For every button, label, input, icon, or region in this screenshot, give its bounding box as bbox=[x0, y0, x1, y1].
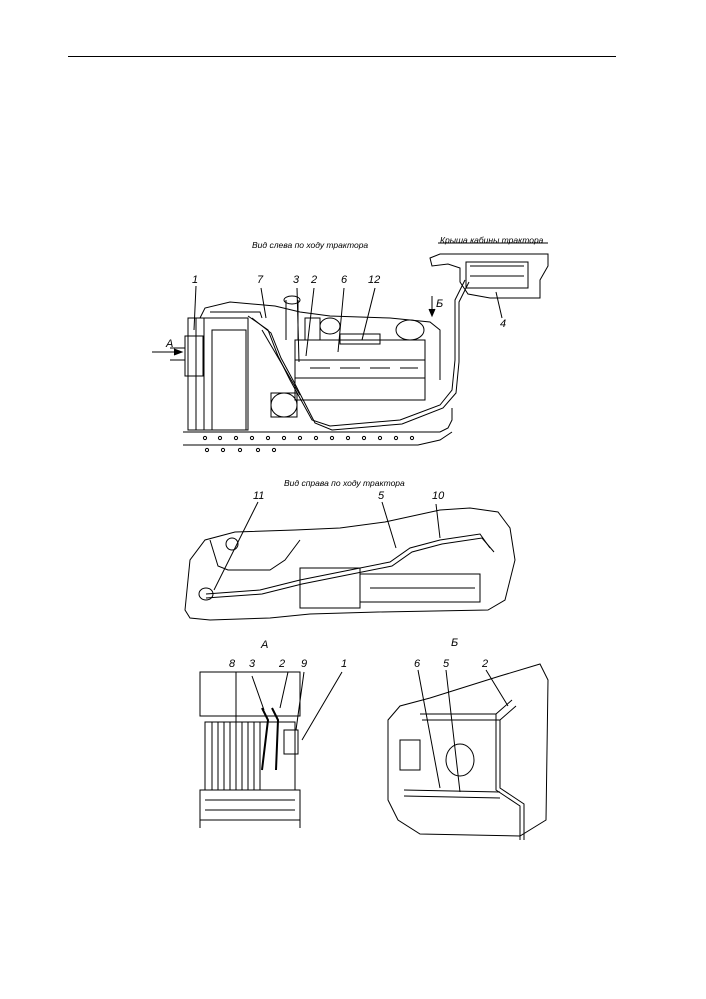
callout-1: 1 bbox=[192, 274, 199, 286]
callout-10: 10 bbox=[432, 490, 445, 502]
callout-6: 6 bbox=[341, 274, 348, 286]
right-view-caption: Вид справа по ходу трактора bbox=[284, 478, 405, 488]
callout-1: 1 bbox=[341, 658, 348, 670]
view-a-title: А bbox=[261, 639, 269, 651]
callout-11: 11 bbox=[253, 490, 265, 502]
header-rule bbox=[68, 56, 616, 57]
callout-6: 6 bbox=[414, 658, 421, 670]
left-view-drawing bbox=[152, 242, 549, 453]
callout-2: 2 bbox=[311, 274, 318, 286]
left-view-caption: Вид слева по ходу трактора bbox=[252, 240, 369, 250]
view-a-arrow-label: А bbox=[166, 338, 174, 350]
callout-7: 7 bbox=[257, 274, 264, 286]
callout-2: 2 bbox=[482, 658, 489, 670]
view-b-arrow-label: Б bbox=[436, 298, 444, 310]
right-view-drawing bbox=[184, 501, 516, 621]
view-b-drawing bbox=[387, 663, 549, 840]
cab-roof-caption: Крыша кабины трактора bbox=[440, 235, 544, 245]
callout-9: 9 bbox=[301, 658, 308, 670]
callout-3: 3 bbox=[249, 658, 256, 670]
view-b-title: Б bbox=[451, 637, 459, 649]
callout-8: 8 bbox=[229, 658, 236, 670]
view-a-drawing bbox=[199, 671, 343, 828]
callout-2: 2 bbox=[279, 658, 286, 670]
callout-3: 3 bbox=[293, 274, 300, 286]
callout-5: 5 bbox=[378, 490, 385, 502]
callout-5: 5 bbox=[443, 658, 450, 670]
callout-12: 12 bbox=[368, 274, 381, 286]
callout-4: 4 bbox=[500, 318, 507, 330]
